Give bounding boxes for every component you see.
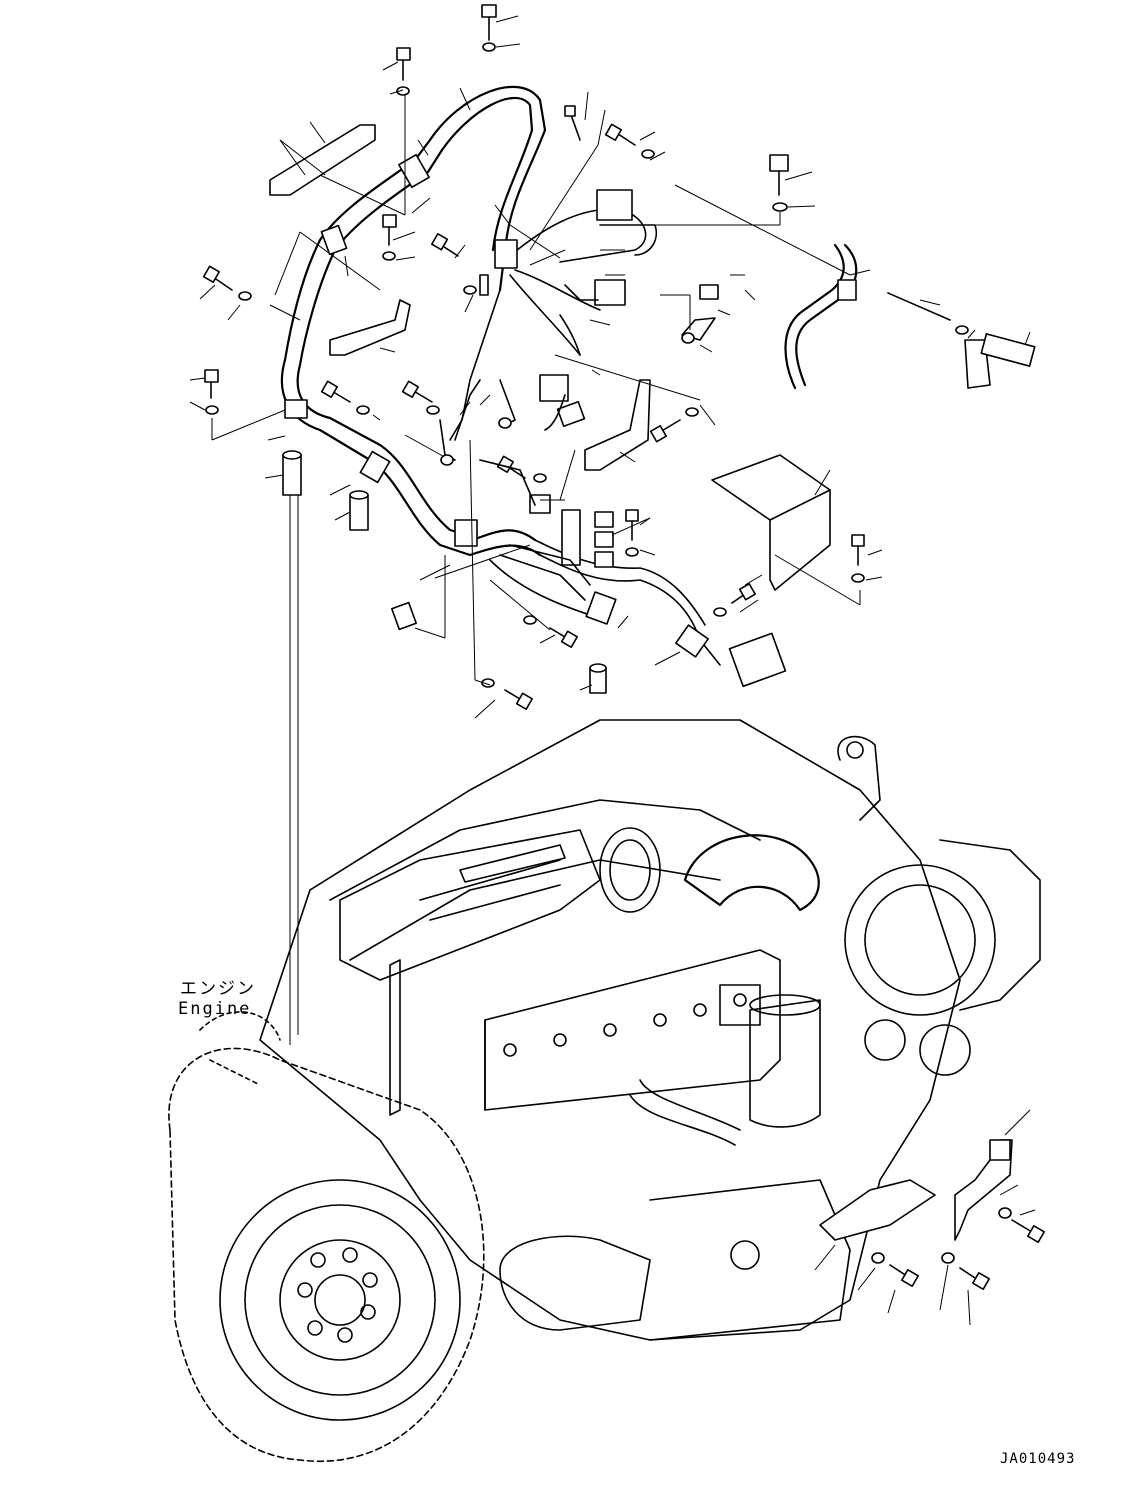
engine-assembly: [168, 719, 1041, 1462]
drawing-id: JA010493: [1000, 1451, 1076, 1467]
hose-part: [784, 243, 858, 390]
fasteners: [202, 4, 1045, 1290]
wiring-harness: [280, 85, 721, 666]
engine-label-japanese: エンジン: [180, 979, 256, 999]
connectors: [529, 189, 787, 688]
harness-brackets: [269, 124, 991, 591]
engine-label-english: Engine: [178, 999, 252, 1019]
leader-lines: [189, 15, 1036, 1326]
harness-details: [439, 224, 695, 601]
